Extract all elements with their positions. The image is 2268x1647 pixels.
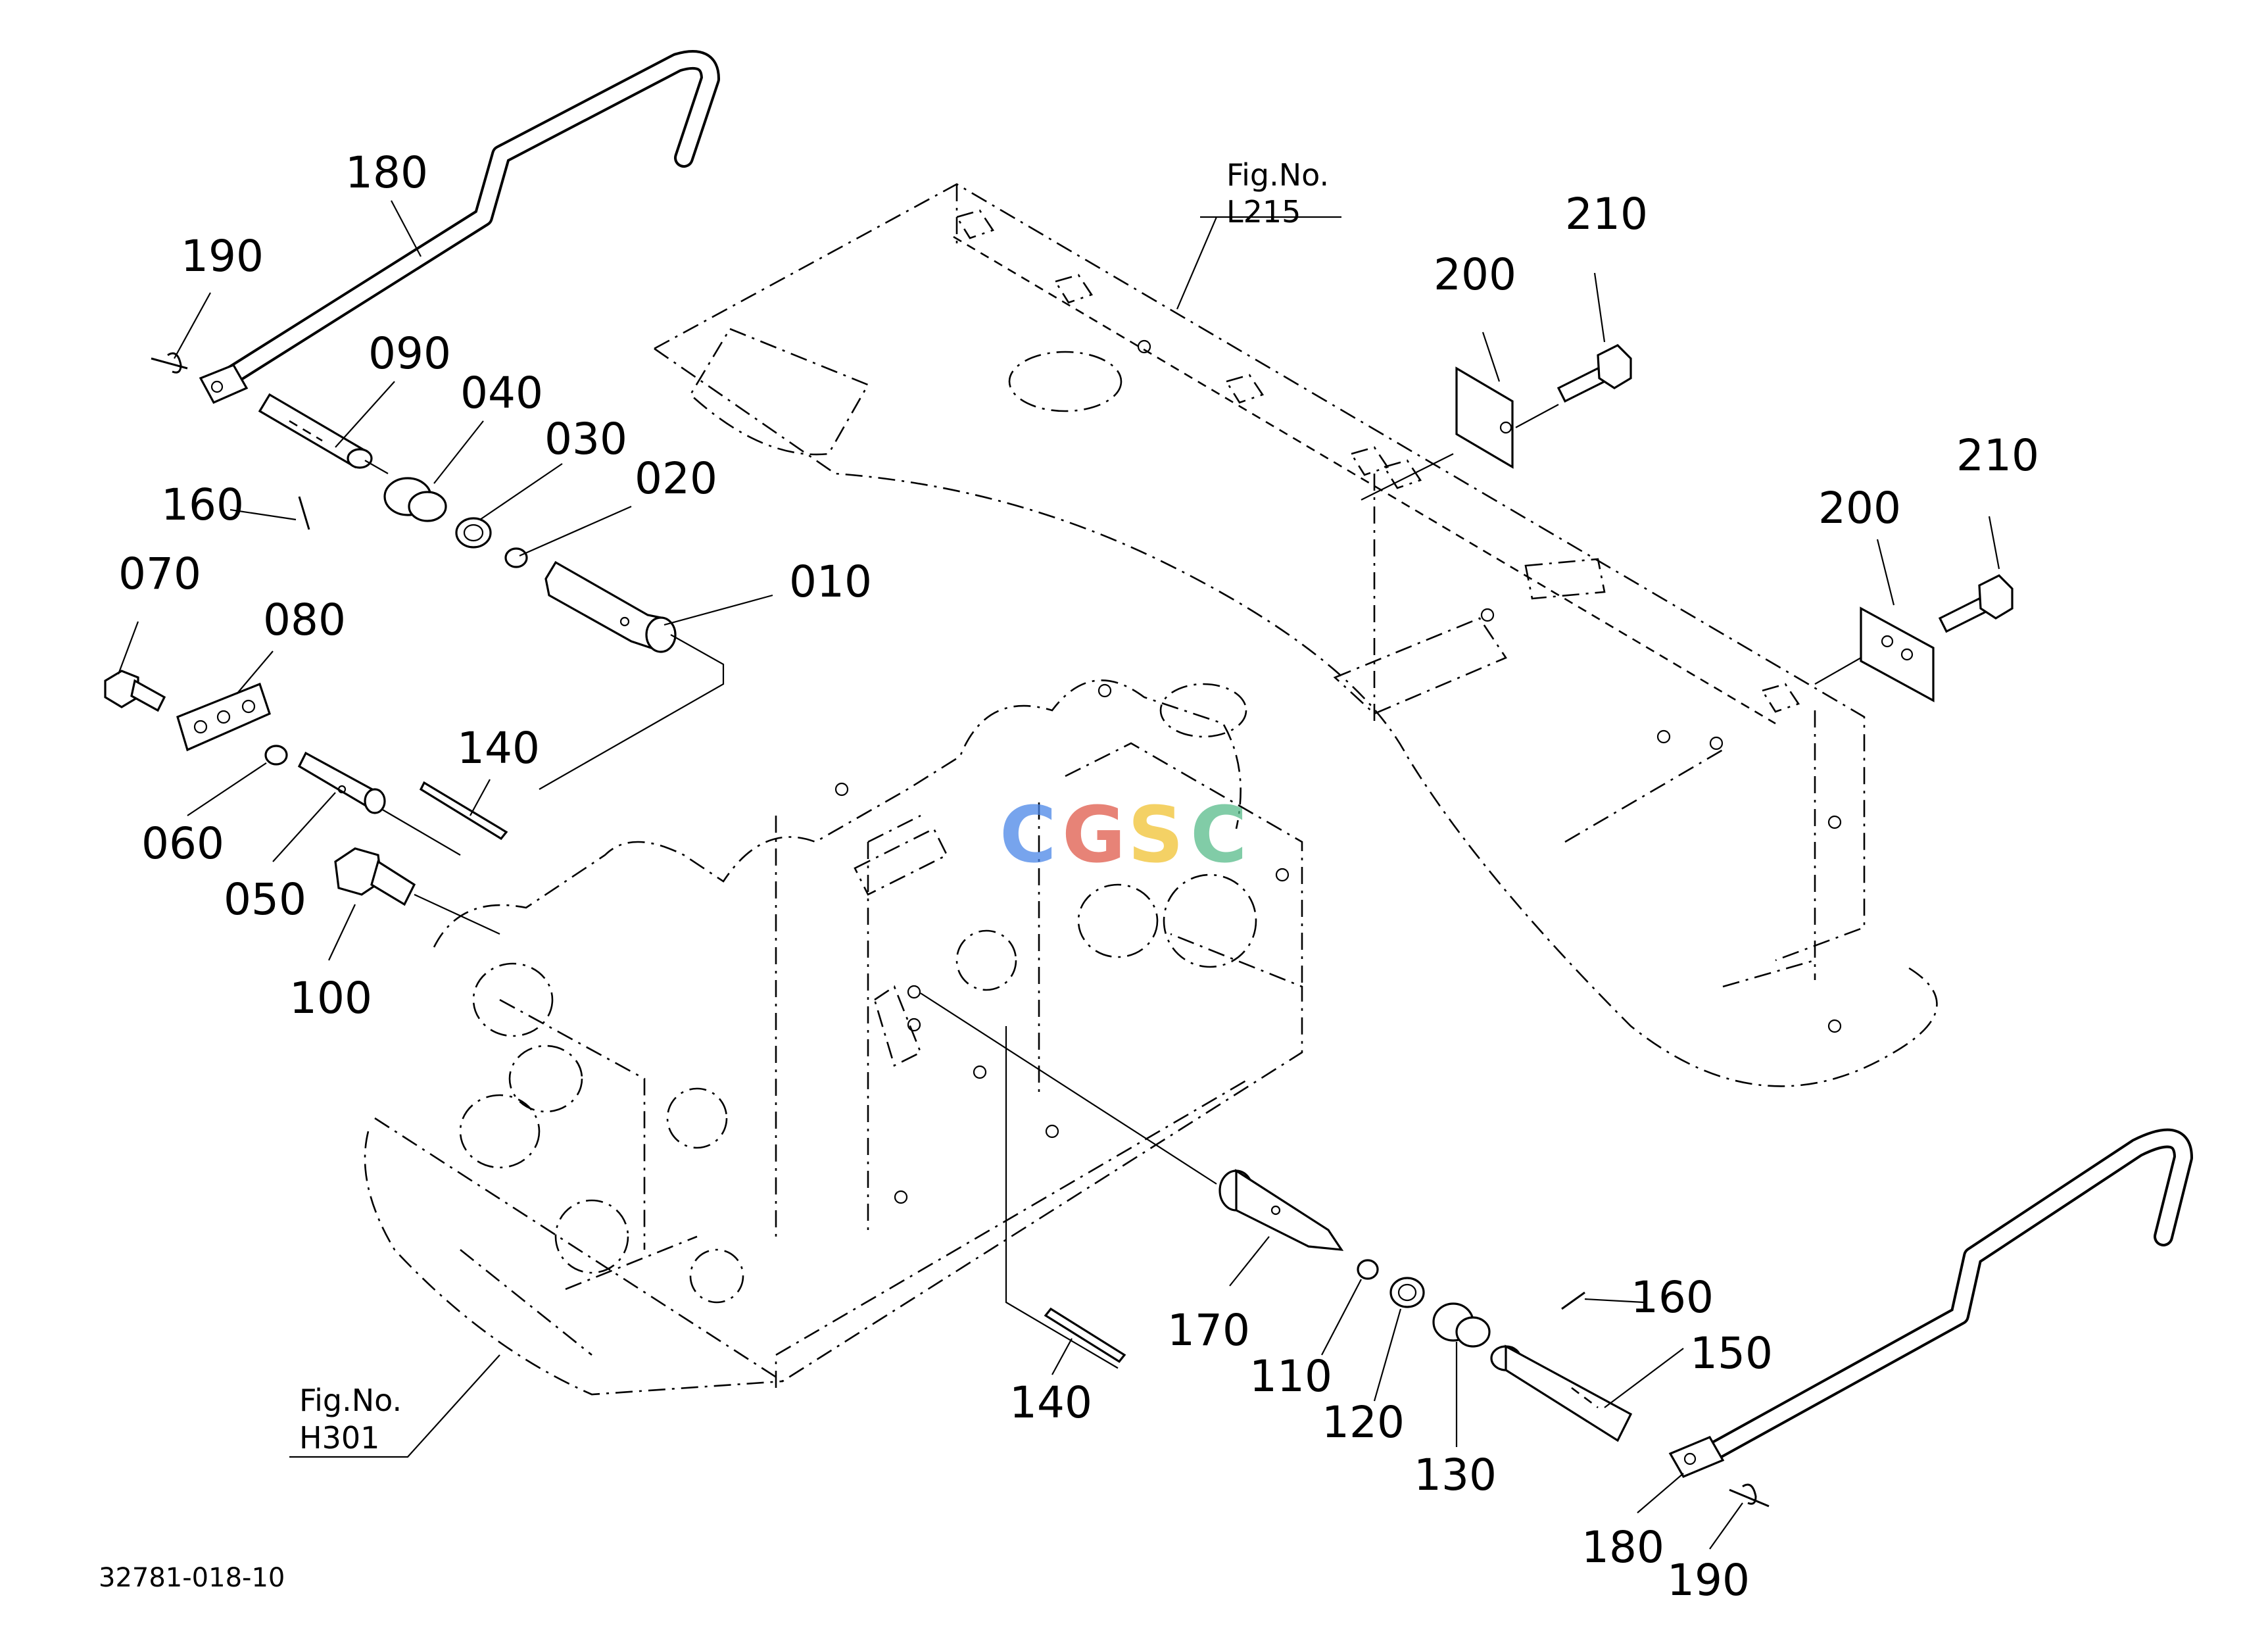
oring-020 xyxy=(504,547,528,568)
nut-130 xyxy=(1432,1302,1491,1348)
pin-160-lower xyxy=(1561,1291,1585,1310)
upper-frame-phantom xyxy=(654,183,1938,1087)
callout-010: 010 xyxy=(789,556,872,607)
callout-040: 040 xyxy=(460,368,543,418)
pin-140-upper xyxy=(419,781,508,841)
callout-090: 090 xyxy=(368,328,451,379)
callout-060: 060 xyxy=(141,818,224,869)
callout-020: 020 xyxy=(635,453,717,504)
callout-100: 100 xyxy=(289,973,372,1023)
pin-140-lower xyxy=(1044,1307,1126,1364)
plate-200-lower xyxy=(1860,606,1935,702)
callout-190-upper: 190 xyxy=(181,231,264,282)
sleeve-090 xyxy=(258,393,373,469)
callout-050: 050 xyxy=(224,874,306,925)
callout-190-lower: 190 xyxy=(1667,1555,1750,1606)
callout-150: 150 xyxy=(1690,1328,1773,1379)
callout-120: 120 xyxy=(1322,1397,1405,1448)
callout-210-lower: 210 xyxy=(1956,430,2039,481)
callout-200-lower: 200 xyxy=(1818,483,1901,533)
leader-140-lower-axis xyxy=(1005,1026,1119,1369)
axis-line-170 xyxy=(920,993,1217,1185)
callout-210-upper: 210 xyxy=(1565,189,1648,239)
callout-160-upper: 160 xyxy=(161,479,244,530)
rod-180-upper xyxy=(199,50,720,405)
oring-060 xyxy=(264,745,288,766)
callout-070: 070 xyxy=(118,549,201,599)
fig-ref-h301-line2: H301 xyxy=(299,1420,379,1456)
axis-line-100 xyxy=(414,894,500,935)
leader-010-axis xyxy=(539,634,725,790)
nut-040 xyxy=(383,477,447,522)
diagram-code: 32781-018-10 xyxy=(99,1563,285,1593)
callout-030: 030 xyxy=(544,414,627,464)
plunger-050 xyxy=(297,751,386,814)
watermark-letter-2: G xyxy=(1062,789,1126,880)
rod-180-lower xyxy=(1668,1128,2193,1479)
oring-110 xyxy=(1357,1259,1379,1280)
axis-line xyxy=(364,460,389,474)
washer-030 xyxy=(455,517,492,549)
washer-120 xyxy=(1389,1277,1425,1308)
callout-160-lower: 160 xyxy=(1631,1272,1714,1323)
callout-140-upper: 140 xyxy=(457,723,540,774)
spool-010 xyxy=(544,560,677,653)
callout-080: 080 xyxy=(263,595,346,645)
callout-130: 130 xyxy=(1414,1450,1497,1500)
callout-180-upper: 180 xyxy=(345,147,428,198)
pin-190-upper xyxy=(151,352,188,374)
bolt-070 xyxy=(104,670,166,712)
fig-ref-l215-line2: L215 xyxy=(1226,194,1301,230)
watermark-letter-4: C xyxy=(1190,789,1247,880)
fig-ref-h301-line1: Fig.No. xyxy=(299,1383,402,1418)
callout-140-lower: 140 xyxy=(1009,1377,1092,1428)
callout-labels: 180 190 090 040 030 020 160 010 070 080 … xyxy=(118,147,2039,1606)
callout-170: 170 xyxy=(1167,1305,1250,1356)
watermark-letter-1: C xyxy=(1000,789,1057,880)
axis-line-200a-frame xyxy=(1361,453,1454,501)
watermark-letter-3: S xyxy=(1128,789,1184,880)
bolt-210-lower xyxy=(1938,574,2014,633)
cgsc-watermark: C G S C xyxy=(1000,789,1247,880)
pin-190-lower xyxy=(1729,1483,1770,1508)
axis-line-200a xyxy=(1515,404,1559,428)
axis-line-200b xyxy=(1814,657,1862,685)
spool-170 xyxy=(1218,1169,1344,1251)
callout-180-lower: 180 xyxy=(1581,1522,1664,1573)
bolt-210-upper xyxy=(1556,344,1632,403)
pin-160-upper xyxy=(298,496,310,530)
callout-110: 110 xyxy=(1249,1351,1332,1402)
callout-200-upper: 200 xyxy=(1434,249,1516,300)
fig-ref-l215-line1: Fig.No. xyxy=(1226,157,1329,193)
plug-100 xyxy=(334,847,416,906)
sleeve-150 xyxy=(1490,1344,1633,1442)
leader-lines xyxy=(117,200,2000,1550)
axis-line-050 xyxy=(381,808,461,856)
plate-200-upper xyxy=(1455,366,1514,469)
valve-body-phantom xyxy=(364,679,1303,1396)
plate-080 xyxy=(176,682,271,752)
